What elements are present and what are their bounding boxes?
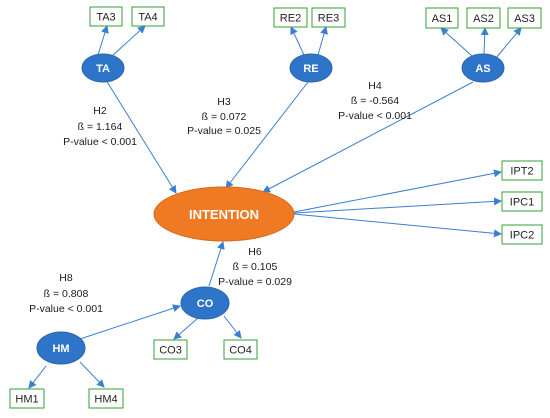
indicator-box-re2 xyxy=(273,7,308,28)
arrow-ta-intention xyxy=(105,79,177,194)
h6-beta: ß = 0.105 xyxy=(233,261,278,273)
indicator-as1: AS1 xyxy=(432,13,453,25)
construct-nodes: TA RE AS INTENTION CO HM xyxy=(36,53,505,365)
hypothesis-labels: H2 ß = 1.164 P-value < 0.001 H3 ß = 0.07… xyxy=(29,80,412,315)
arrows xyxy=(28,25,522,389)
indicator-box-co3 xyxy=(153,339,188,360)
h3-beta: ß = 0.072 xyxy=(202,111,247,123)
h8-pvalue: P-value < 0.001 xyxy=(29,303,103,315)
indicator-ipc1: IPC1 xyxy=(510,197,534,209)
construct-ta xyxy=(81,53,125,83)
arrow-co-co4 xyxy=(223,315,242,339)
h2-pvalue: P-value < 0.001 xyxy=(63,136,137,148)
arrow-ta-ta4 xyxy=(111,25,146,57)
indicator-re3: RE3 xyxy=(318,13,339,25)
h8-name: H8 xyxy=(59,272,73,284)
h4-beta: ß = -0.564 xyxy=(351,95,399,107)
h3-name: H3 xyxy=(217,96,231,108)
arrow-re-re2 xyxy=(290,26,305,56)
arrow-hm-hm4 xyxy=(79,361,105,388)
indicator-box-hm4 xyxy=(88,388,124,409)
h8-beta: ß = 0.808 xyxy=(44,288,89,300)
arrow-re-re3 xyxy=(317,26,328,56)
indicator-box-as1 xyxy=(425,7,459,29)
construct-intention xyxy=(153,186,295,242)
indicator-as3: AS3 xyxy=(514,13,535,25)
arrow-as-as1 xyxy=(440,27,473,57)
indicator-hm4: HM4 xyxy=(94,394,117,406)
arrow-intention-ipc1 xyxy=(293,197,502,214)
h6-pvalue: P-value = 0.029 xyxy=(218,276,292,288)
arrow-intention-ipt2 xyxy=(293,169,502,213)
construct-as-label: AS xyxy=(475,63,490,75)
h2-name: H2 xyxy=(93,105,107,117)
arrow-as-intention xyxy=(262,81,474,193)
construct-ta-label: TA xyxy=(96,63,110,75)
construct-hm-label: HM xyxy=(52,343,69,355)
h2-beta: ß = 1.164 xyxy=(78,121,123,133)
indicator-box-ipc2 xyxy=(501,224,543,245)
construct-co-label: CO xyxy=(197,298,214,310)
indicator-ipc2: IPC2 xyxy=(510,230,534,242)
indicator-ipt2: IPT2 xyxy=(510,166,533,178)
arrow-hm-hm1 xyxy=(28,365,47,389)
indicator-boxes: TA3 TA4 RE2 RE3 AS1 AS2 AS3 IPT2 IPC1 IP… xyxy=(9,6,543,409)
arrow-re-intention xyxy=(225,81,309,189)
construct-as xyxy=(461,53,505,83)
h3-pvalue: P-value = 0.025 xyxy=(187,125,261,137)
indicator-box-co4 xyxy=(223,339,258,360)
h4-pvalue: P-value < 0.001 xyxy=(338,110,412,122)
indicator-re2: RE2 xyxy=(280,13,301,25)
indicator-box-re3 xyxy=(311,7,346,28)
arrow-as-as3 xyxy=(495,27,522,59)
indicator-box-ta4 xyxy=(131,6,165,27)
indicator-co4: CO4 xyxy=(229,345,252,357)
indicator-box-as2 xyxy=(466,7,501,29)
h4-name: H4 xyxy=(368,80,382,92)
indicator-box-as3 xyxy=(507,7,542,29)
arrow-hm-co xyxy=(79,304,181,340)
arrow-co-co3 xyxy=(173,317,199,340)
h6-name: H6 xyxy=(248,246,262,258)
arrow-ta-ta3 xyxy=(97,25,109,56)
indicator-co3: CO3 xyxy=(159,345,182,357)
arrow-co-intention xyxy=(208,241,225,287)
indicator-ta3: TA3 xyxy=(96,12,115,24)
indicator-box-hm1 xyxy=(9,388,45,409)
indicator-hm1: HM1 xyxy=(15,394,38,406)
arrow-as-as2 xyxy=(480,27,489,55)
indicator-ta4: TA4 xyxy=(138,12,157,24)
construct-re xyxy=(289,53,333,83)
construct-co xyxy=(180,286,230,320)
indicator-box-ipt2 xyxy=(501,160,543,181)
construct-intention-label: INTENTION xyxy=(189,207,259,222)
arrow-intention-ipc2 xyxy=(293,213,502,238)
construct-re-label: RE xyxy=(303,63,318,75)
indicator-as2: AS2 xyxy=(473,13,494,25)
indicator-box-ta3 xyxy=(89,6,123,27)
indicator-box-ipc1 xyxy=(501,191,543,212)
construct-hm xyxy=(36,331,86,365)
